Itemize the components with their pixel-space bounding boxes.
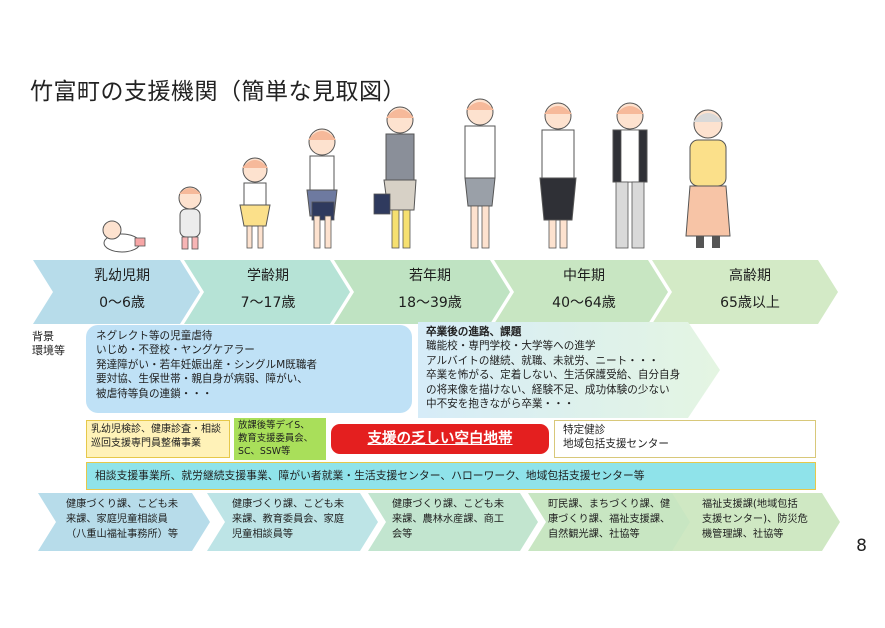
stage-age-senior: 65歳以上 — [720, 295, 780, 311]
child-figure — [239, 157, 271, 249]
stage-name-youth: 若年期 — [409, 268, 451, 284]
stage-chevron-school — [184, 260, 350, 324]
highschool-figure — [373, 106, 417, 249]
service-box-elder: 特定健診 地域包括支援センター — [554, 420, 816, 458]
background-row-label: 背景 環境等 — [32, 330, 65, 357]
stage-age-infant: 0〜6歳 — [99, 295, 145, 311]
middle-aged-figure — [539, 102, 577, 249]
stage-chevron-middle — [494, 260, 668, 324]
toddler-figure — [178, 186, 202, 250]
background-box-youth: 卒業後の進路、課題 職能校・専門学校・大学等への進学 アルバイトの継続、就職、未… — [426, 326, 681, 411]
gap-area-banner: 支援の乏しい空白地帯 — [331, 424, 549, 454]
baby-figure — [102, 220, 146, 253]
page-title: 竹富町の支援機関（簡単な見取図） — [30, 79, 406, 105]
stage-chevron-infant — [33, 260, 200, 324]
service-box-school: 放課後等デイS、 教育支援委員会、 SC、SSW等 — [234, 418, 326, 460]
stage-age-school: 7〜17歳 — [240, 295, 296, 311]
stage-chevron-senior — [652, 260, 838, 324]
young-adult-figure — [464, 98, 496, 249]
stage-age-middle: 40〜64歳 — [552, 295, 616, 311]
service-box-infant: 乳幼児検診、健康診査・相談 巡回支援専門員整備事業 — [86, 420, 230, 458]
elderly-figure — [685, 109, 731, 248]
stage-name-middle: 中年期 — [563, 268, 605, 284]
older-adult-figure — [612, 102, 648, 249]
student-figure — [306, 128, 338, 249]
background-box-child: ネグレクト等の児童虐待 いじめ・不登校・ヤングケアラー 発達障がい・若年妊娠出産… — [86, 325, 412, 413]
stage-name-infant: 乳幼児期 — [94, 268, 150, 284]
gap-area-label: 支援の乏しい空白地帯 — [367, 431, 513, 447]
stage-chevron-youth — [334, 260, 510, 324]
stage-name-senior: 高齢期 — [729, 268, 771, 284]
page-number: 8 — [856, 536, 867, 556]
stage-age-youth: 18〜39歳 — [398, 295, 462, 311]
background-arrow-youth — [418, 322, 720, 418]
service-box-wide: 相談支援事業所、就労継続支援事業、障がい者就業・生活支援センター、ハローワーク、… — [86, 462, 816, 490]
life-stage-illustration — [102, 98, 731, 253]
stage-name-school: 学齢期 — [247, 268, 289, 284]
